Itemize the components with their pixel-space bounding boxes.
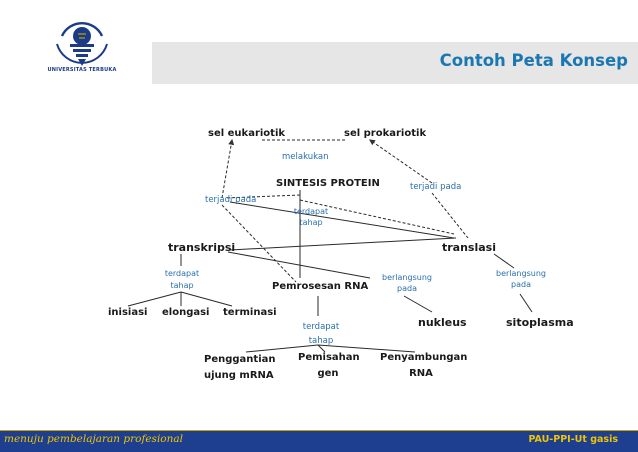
university-logo-icon bbox=[56, 22, 108, 66]
link-line bbox=[245, 344, 319, 353]
link-line bbox=[317, 344, 326, 353]
link-label-berlangsung-pada-left: berlangsung pada bbox=[382, 273, 432, 293]
link-line bbox=[221, 204, 297, 283]
footer-tagline: menuju pembelajaran profesional bbox=[4, 433, 184, 445]
link-line bbox=[229, 201, 455, 239]
footer-bar: menuju pembelajaran profesional PAU-PPI-… bbox=[0, 431, 638, 452]
link-line bbox=[317, 344, 416, 353]
node-penggantian: Penggantian ujung mRNA bbox=[204, 354, 276, 381]
node-elongasi: elongasi bbox=[162, 307, 210, 318]
link-label-terjadi-pada-right: terjadi pada bbox=[410, 182, 462, 192]
node-sitoplasma: sitoplasma bbox=[506, 316, 574, 329]
link-label-berlangsung-pada-right: berlangsung pada bbox=[496, 269, 546, 289]
node-pemrosesan-rna: Pemrosesan RNA bbox=[272, 281, 369, 292]
link-line bbox=[369, 139, 433, 184]
link-line bbox=[431, 192, 469, 239]
link-line bbox=[180, 291, 233, 307]
slide-title: Contoh Peta Konsep bbox=[439, 51, 628, 70]
logo-text: UNIVERSITAS TERBUKA bbox=[47, 67, 117, 73]
link-label-terdapat-tahap-pemrosesan: terdapat tahap bbox=[302, 322, 340, 346]
title-bar: Contoh Peta Konsep bbox=[152, 42, 638, 84]
footer-credit: PAU-PPI-Ut gasis bbox=[528, 434, 618, 445]
link-label-terdapat-tahap-transkripsi: terdapat tahap bbox=[164, 269, 200, 290]
link-line bbox=[519, 293, 533, 313]
link-line bbox=[224, 194, 301, 199]
node-sel-prokariotik: sel prokariotik bbox=[344, 128, 427, 139]
link-line bbox=[229, 237, 457, 251]
link-label-melakukan: melakukan bbox=[282, 152, 329, 162]
node-sintesis-protein: SINTESIS PROTEIN bbox=[276, 178, 380, 189]
node-pemisahan: Pemisahan gen bbox=[298, 352, 360, 379]
node-terminasi: terminasi bbox=[223, 307, 277, 318]
link-line bbox=[493, 253, 515, 269]
link-line bbox=[227, 251, 371, 279]
link-line bbox=[299, 199, 455, 235]
node-nukleus: nukleus bbox=[418, 316, 467, 329]
node-inisiasi: inisiasi bbox=[108, 307, 148, 318]
node-sel-eukariotik: sel eukariotik bbox=[208, 128, 286, 139]
link-label-terdapat-tahap-center: terdapat tahap bbox=[293, 207, 329, 227]
link-label-terjadi-pada-left: terjadi pada bbox=[205, 195, 257, 205]
node-transkripsi: transkripsi bbox=[168, 241, 236, 254]
link-line bbox=[403, 295, 433, 313]
link-line bbox=[221, 138, 235, 199]
node-penyambungan: Penyambungan RNA bbox=[380, 352, 468, 379]
link-line bbox=[127, 291, 182, 307]
node-translasi: translasi bbox=[442, 241, 496, 254]
